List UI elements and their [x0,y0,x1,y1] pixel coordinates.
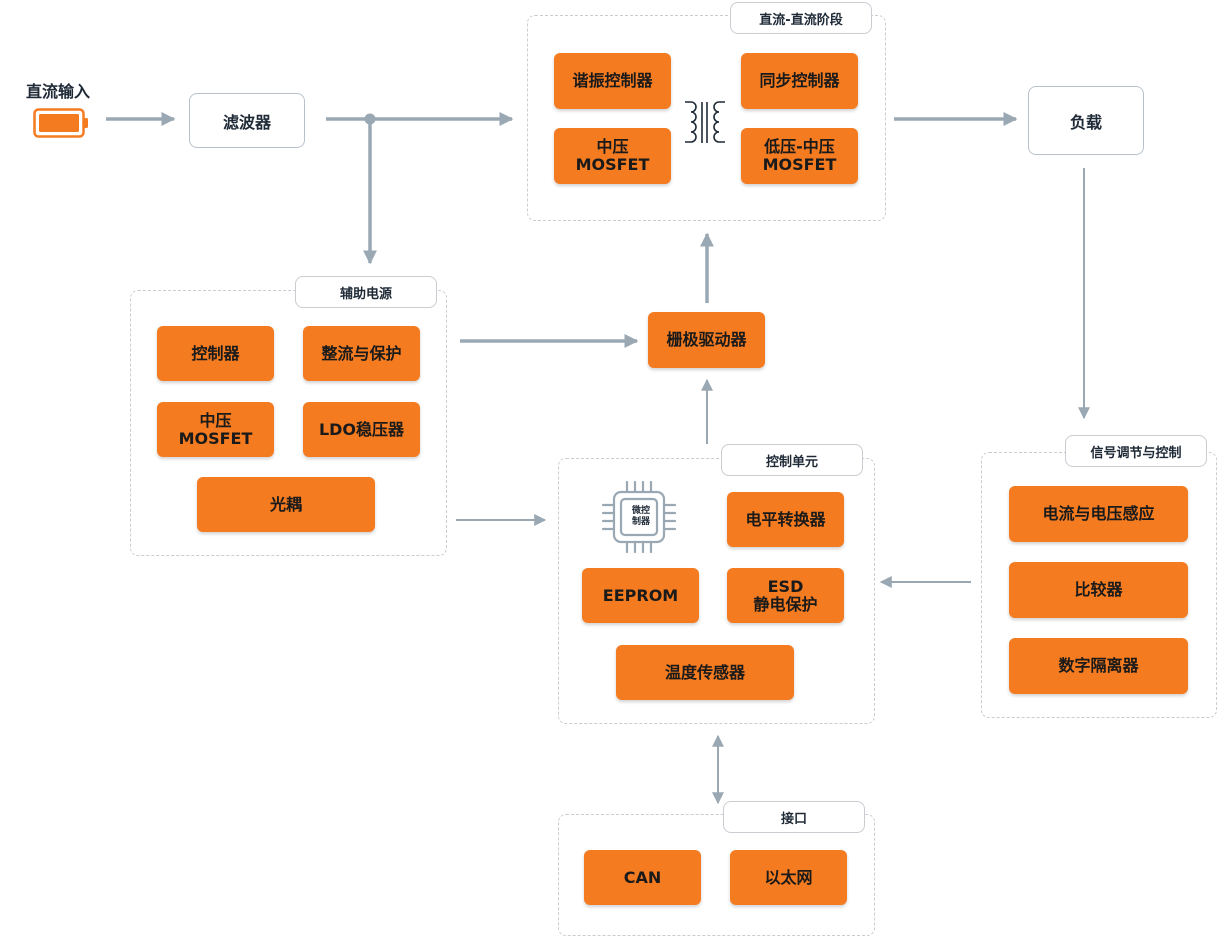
aux-power-title: 辅助电源 [295,276,437,308]
interface-title: 接口 [723,801,865,833]
sync-controller-block: 同步控制器 [741,53,858,109]
battery-icon [33,108,88,138]
can-block: CAN [584,850,701,905]
current-voltage-sense-block: 电流与电压感应 [1009,486,1188,542]
digital-isolator-block: 数字隔离器 [1009,638,1188,694]
signal-conditioning-title: 信号调节与控制 [1065,435,1207,467]
optocoupler-block: 光耦 [197,477,375,532]
dc-input-label: 直流输入 [26,82,91,101]
mv-mosfet-block: 中压 MOSFET [554,128,671,184]
microchip-icon [601,480,677,554]
load-node: 负载 [1028,86,1144,155]
filter-node: 滤波器 [189,93,305,148]
comparator-block: 比较器 [1009,562,1188,618]
temperature-sensor-block: 温度传感器 [616,645,794,700]
ethernet-block: 以太网 [730,850,847,905]
aux-controller-block: 控制器 [157,326,274,381]
aux-mv-mosfet-block: 中压 MOSFET [157,402,274,457]
esd-protection-block: ESD 静电保护 [727,568,844,623]
dcdc-stage-title: 直流-直流阶段 [730,2,872,34]
control-unit-title: 控制单元 [721,444,863,476]
mcu-label: 微控 制器 [631,506,650,527]
eeprom-block: EEPROM [582,568,699,623]
rectify-protect-block: 整流与保护 [303,326,420,381]
ldo-regulator-block: LDO稳压器 [303,402,420,457]
lv-mv-mosfet-block: 低压-中压 MOSFET [741,128,858,184]
transformer-icon [685,101,725,143]
gate-driver-block: 栅极驱动器 [648,312,765,368]
level-shifter-block: 电平转换器 [727,492,844,547]
resonant-controller-block: 谐振控制器 [554,53,671,109]
